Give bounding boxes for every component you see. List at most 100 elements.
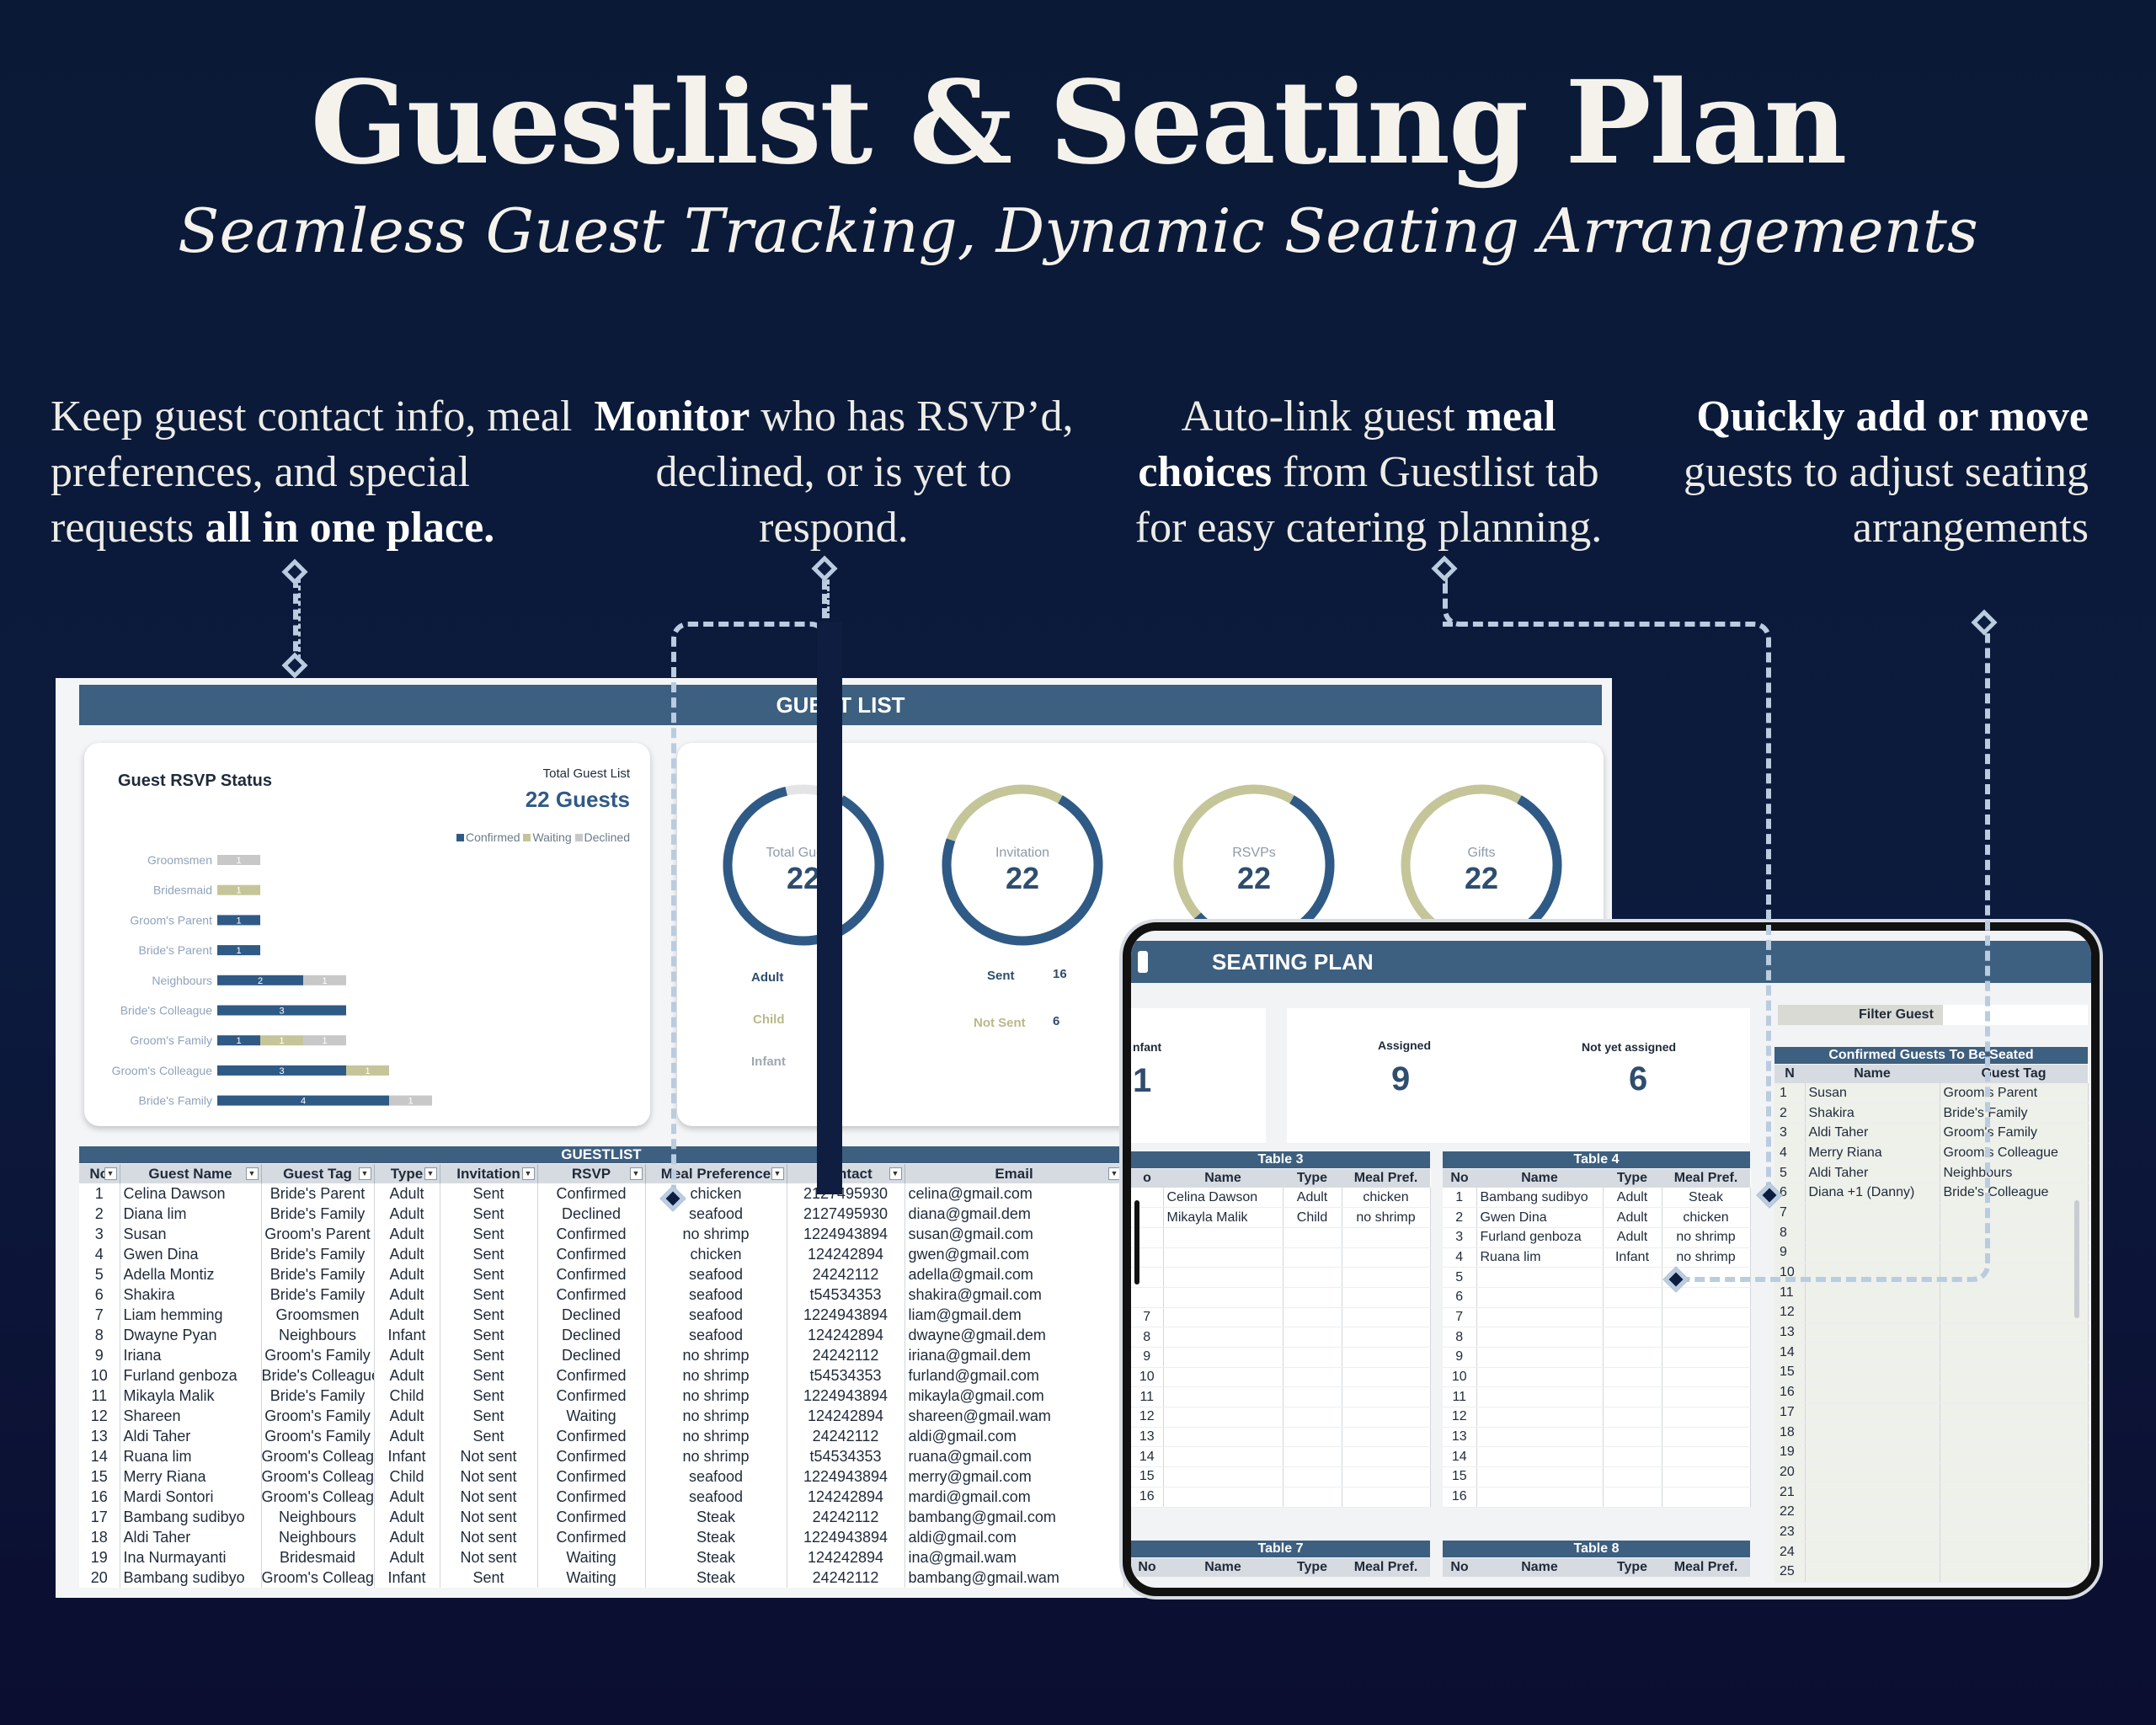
seat-cell[interactable] [1283, 1347, 1342, 1368]
seat-cell[interactable] [1940, 1502, 2089, 1523]
seat-cell[interactable]: 5 [1443, 1267, 1477, 1288]
seat-cell[interactable] [1603, 1386, 1662, 1408]
seat-cell[interactable] [1476, 1347, 1604, 1368]
column-header[interactable]: Guest Name▼ [120, 1164, 262, 1183]
seat-row[interactable]: 15 [1774, 1362, 2089, 1383]
seat-cell[interactable]: 9 [1443, 1347, 1477, 1368]
seat-cell[interactable] [1342, 1427, 1431, 1448]
seat-cell[interactable] [1283, 1427, 1342, 1448]
seat-cell[interactable] [1940, 1541, 2089, 1562]
table-cell[interactable]: Not sent [440, 1547, 538, 1567]
seat-cell[interactable]: 13 [1774, 1322, 1806, 1343]
seat-cell[interactable]: no shrimp [1342, 1207, 1431, 1228]
seat-cell[interactable] [1342, 1466, 1431, 1487]
table-cell[interactable]: 12 [79, 1406, 120, 1426]
table-cell[interactable]: liam@gmail.dem [905, 1305, 1124, 1325]
table-cell[interactable]: Bride's Family [261, 1264, 375, 1284]
table-cell[interactable]: Adult [374, 1406, 440, 1426]
table-cell[interactable]: Steak [645, 1527, 787, 1547]
table-cell[interactable]: Infant [374, 1567, 440, 1588]
seat-cell[interactable] [1940, 1462, 2089, 1483]
seat-cell[interactable] [1476, 1427, 1604, 1448]
seat-cell[interactable]: Groom's Colleague [1940, 1143, 2089, 1164]
table-cell[interactable]: Sent [440, 1365, 538, 1386]
seat-cell[interactable] [1603, 1466, 1662, 1487]
table-cell[interactable]: 2 [79, 1204, 120, 1224]
table-cell[interactable]: furland@gmail.com [905, 1365, 1124, 1386]
table-cell[interactable]: seafood [645, 1466, 787, 1487]
seat-row[interactable]: 16 [1131, 1487, 1431, 1508]
seat-cell[interactable] [1603, 1487, 1662, 1508]
seat-cell[interactable] [1805, 1222, 1940, 1243]
seat-cell[interactable] [1805, 1422, 1940, 1443]
seat-cell[interactable] [1603, 1427, 1662, 1448]
seat-cell[interactable] [1603, 1367, 1662, 1388]
seat-cell[interactable] [1805, 1562, 1940, 1583]
table-cell[interactable]: Bride's Colleague [261, 1365, 375, 1386]
seat-cell[interactable] [1163, 1367, 1283, 1388]
table-cell[interactable]: Adult [374, 1426, 440, 1446]
table-cell[interactable]: Declined [537, 1325, 646, 1345]
seat-cell[interactable]: Bambang sudibyo [1476, 1188, 1604, 1209]
table-cell[interactable]: Bride's Family [261, 1204, 375, 1224]
column-header[interactable]: RSVP▼ [537, 1164, 646, 1183]
table-cell[interactable]: 10 [79, 1365, 120, 1386]
table-cell[interactable]: bambang@gmail.wam [905, 1567, 1124, 1588]
seat-cell[interactable] [1342, 1367, 1431, 1388]
table-cell[interactable]: Confirmed [537, 1386, 646, 1406]
seat-row[interactable]: 16 [1774, 1382, 2089, 1403]
seat-cell[interactable]: Steak [1662, 1188, 1751, 1209]
seat-cell[interactable] [1805, 1342, 1940, 1364]
seat-row[interactable]: 10 [1443, 1367, 1751, 1388]
table-cell[interactable]: no shrimp [645, 1426, 787, 1446]
table-cell[interactable]: 5 [79, 1264, 120, 1284]
table-cell[interactable]: Sent [440, 1183, 538, 1204]
table-cell[interactable]: Adult [374, 1183, 440, 1204]
seat-cell[interactable]: Adult [1283, 1188, 1342, 1209]
table-cell[interactable]: ruana@gmail.com [905, 1446, 1124, 1466]
table-cell[interactable]: no shrimp [645, 1406, 787, 1426]
table-cell[interactable]: 17 [79, 1507, 120, 1527]
seat-cell[interactable] [1940, 1222, 2089, 1243]
seat-cell[interactable] [1131, 1287, 1164, 1308]
seat-cell[interactable] [1940, 1382, 2089, 1403]
seat-row[interactable]: 8 [1774, 1222, 2089, 1243]
table-cell[interactable]: Celina Dawson [120, 1183, 262, 1204]
seat-cell[interactable] [1940, 1402, 2089, 1423]
seat-row[interactable]: 11 [1443, 1386, 1751, 1408]
seat-cell[interactable] [1805, 1282, 1940, 1304]
table-cell[interactable]: merry@gmail.com [905, 1466, 1124, 1487]
seat-row[interactable]: 16 [1443, 1487, 1751, 1508]
table-cell[interactable]: no shrimp [645, 1345, 787, 1365]
table-cell[interactable]: Sent [440, 1386, 538, 1406]
seat-cell[interactable]: 1 [1774, 1083, 1806, 1104]
seat-row[interactable]: 9 [1131, 1347, 1431, 1368]
table-cell[interactable]: Sent [440, 1325, 538, 1345]
seat-row[interactable]: 18 [1774, 1422, 2089, 1443]
table-cell[interactable]: seafood [645, 1284, 787, 1305]
table-cell[interactable]: Declined [537, 1305, 646, 1325]
table-cell[interactable]: Not sent [440, 1527, 538, 1547]
seat-cell[interactable] [1662, 1427, 1751, 1448]
table-cell[interactable]: 24242112 [787, 1345, 905, 1365]
table-cell[interactable]: 11 [79, 1386, 120, 1406]
seat-cell[interactable]: 11 [1443, 1386, 1477, 1408]
seat-cell[interactable] [1476, 1367, 1604, 1388]
seat-cell[interactable]: 4 [1443, 1247, 1477, 1268]
table-cell[interactable]: Adult [374, 1204, 440, 1224]
seat-cell[interactable] [1476, 1327, 1604, 1348]
seat-cell[interactable] [1283, 1307, 1342, 1328]
seat-cell[interactable]: Neighbours [1940, 1162, 2089, 1183]
seat-cell[interactable] [1805, 1502, 1940, 1523]
vertical-scrollbar[interactable] [2074, 1200, 2079, 1318]
table-cell[interactable]: 1 [79, 1183, 120, 1204]
table-cell[interactable]: 2127495930 [787, 1204, 905, 1224]
seat-cell[interactable] [1476, 1307, 1604, 1328]
filter-dropdown-icon[interactable]: ▼ [1107, 1167, 1121, 1180]
